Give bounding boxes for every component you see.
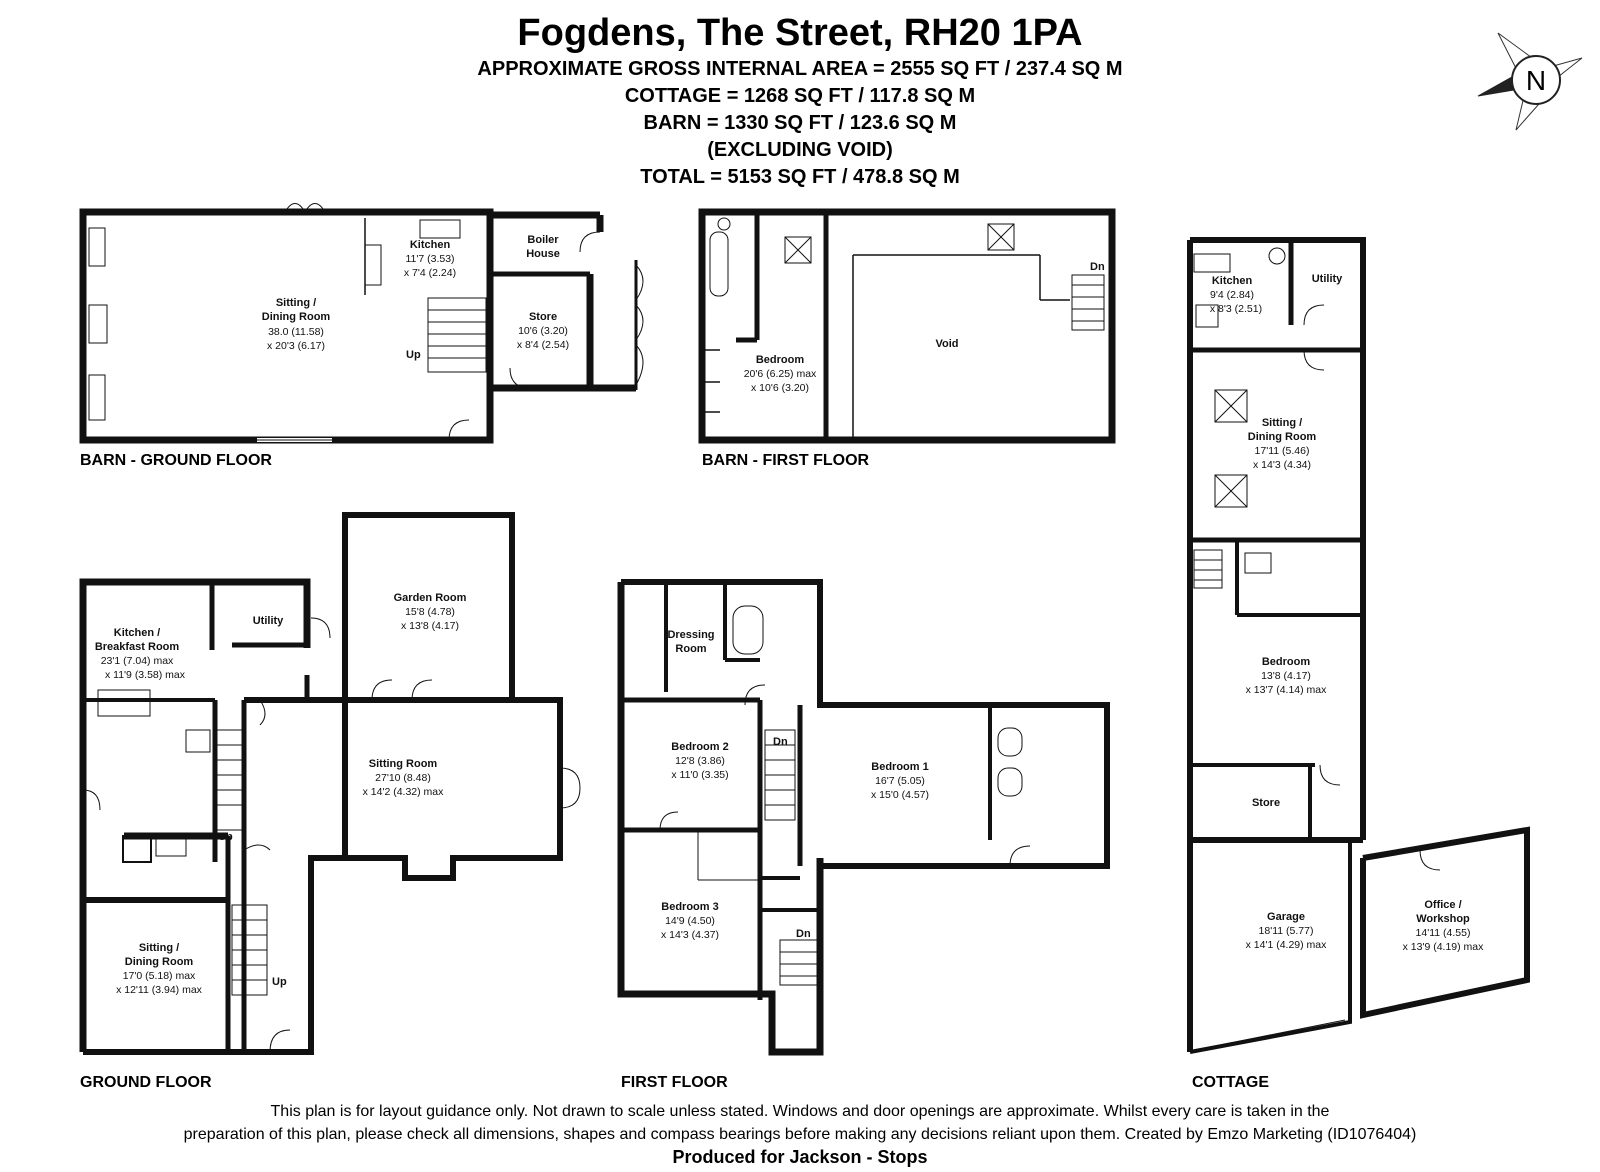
garage-dim-1: 18'11 (5.77) (1259, 925, 1314, 937)
bedroom2-dim-1: 12'8 (3.86) (675, 755, 725, 767)
barn-sitting-dim-2: x 20'3 (6.17) (267, 340, 325, 352)
barn-bedroom-dim-2: x 10'6 (3.20) (751, 382, 809, 394)
void-label: Void (935, 338, 958, 350)
cottage-walls (1187, 237, 1530, 1054)
dressing-room-name-1: Dressing (667, 629, 714, 641)
compass-north-letter: N (1526, 65, 1546, 96)
bedroom3-dim-1: 14'9 (4.50) (665, 915, 715, 927)
cottage-store-name: Store (1252, 797, 1280, 809)
cottage-sitting-dim-1: 17'11 (5.46) (1255, 445, 1310, 457)
gf-sitting-dining-dim-1: 17'0 (5.18) max (123, 970, 196, 982)
ff-stair-dn-label-2: Dn (796, 928, 811, 940)
gf-stair-up-label-1: Up (218, 831, 233, 843)
section-cottage: COTTAGE (1192, 1074, 1270, 1091)
bedroom2-name: Bedroom 2 (671, 741, 728, 753)
barn-first-floor-walls (698, 208, 1116, 444)
kitchen-breakfast-dim-2: x 11'9 (3.58) max (105, 669, 186, 681)
plan-title: Fogdens, The Street, RH20 1PA (517, 12, 1083, 54)
barn-sitting-name-1: Sitting / (276, 297, 316, 309)
bedroom3-dim-2: x 14'3 (4.37) (661, 929, 719, 941)
office-name-1: Office / (1424, 899, 1461, 911)
boiler-house-name-2: House (526, 248, 560, 260)
barn-sitting-name-2: Dining Room (262, 311, 331, 323)
barn-stair-up-label: Up (406, 349, 421, 361)
section-first-floor: FIRST FLOOR (621, 1074, 728, 1091)
excluding-void-line: (EXCLUDING VOID) (707, 139, 893, 161)
utility-name: Utility (253, 615, 284, 627)
produced-for-credit: Produced for Jackson - Stops (672, 1147, 928, 1167)
barn-ground-floor-walls (79, 203, 644, 444)
first-floor-walls (617, 579, 1110, 1056)
barn-store-dim-2: x 8'4 (2.54) (517, 339, 569, 351)
section-ground-floor: GROUND FLOOR (80, 1074, 212, 1091)
barn-kitchen-name: Kitchen (410, 239, 451, 251)
barn-bedroom-name: Bedroom (756, 354, 805, 366)
cottage-utility-name: Utility (1312, 273, 1343, 285)
bedroom1-name: Bedroom 1 (871, 761, 928, 773)
kitchen-breakfast-dim-1: 23'1 (7.04) max (101, 655, 174, 667)
gf-sitting-dining-dim-2: x 12'11 (3.94) max (116, 984, 203, 996)
cottage-bedroom-name: Bedroom (1262, 656, 1311, 668)
disclaimer-line-2: preparation of this plan, please check a… (183, 1126, 1417, 1143)
office-dim-2: x 13'9 (4.19) max (1403, 941, 1485, 953)
gf-sitting-dining-name-2: Dining Room (125, 956, 194, 968)
cottage-area-line: COTTAGE = 1268 SQ FT / 117.8 SQ M (624, 85, 976, 107)
sitting-room-name: Sitting Room (369, 758, 438, 770)
garage-dim-2: x 14'1 (4.29) max (1246, 939, 1328, 951)
sitting-room-dim-2: x 14'2 (4.32) max (363, 786, 445, 798)
barn-kitchen-dim-2: x 7'4 (2.24) (404, 267, 456, 279)
barn-area-line: BARN = 1330 SQ FT / 123.6 SQ M (643, 112, 957, 134)
barn-kitchen-dim-1: 11'7 (3.53) (405, 253, 454, 265)
garage-name: Garage (1267, 911, 1305, 923)
garden-room-dim-2: x 13'8 (4.17) (401, 620, 459, 632)
section-barn-first: BARN - FIRST FLOOR (702, 452, 870, 469)
cottage-sitting-name-1: Sitting / (1262, 417, 1302, 429)
office-name-2: Workshop (1416, 913, 1470, 925)
bedroom2-dim-2: x 11'0 (3.35) (671, 769, 728, 781)
cottage-kitchen-dim-2: x 8'3 (2.51) (1210, 303, 1262, 315)
bedroom3-name: Bedroom 3 (661, 901, 718, 913)
gf-sitting-dining-name-1: Sitting / (139, 942, 179, 954)
cottage-kitchen-dim-1: 9'4 (2.84) (1210, 289, 1254, 301)
dressing-room-name-2: Room (675, 643, 706, 655)
barn-store-name: Store (529, 311, 557, 323)
total-area-line: TOTAL = 5153 SQ FT / 478.8 SQ M (640, 166, 960, 188)
garden-room-dim-1: 15'8 (4.78) (405, 606, 455, 618)
bedroom1-dim-1: 16'7 (5.05) (875, 775, 925, 787)
boiler-house-name-1: Boiler (527, 234, 559, 246)
cottage-bedroom-dim-2: x 13'7 (4.14) max (1246, 684, 1328, 696)
cottage-bedroom-dim-1: 13'8 (4.17) (1261, 670, 1311, 682)
barn-bedroom-dim-1: 20'6 (6.25) max (744, 368, 817, 380)
cottage-sitting-dim-2: x 14'3 (4.34) (1253, 459, 1311, 471)
ground-floor-walls (79, 512, 581, 1055)
compass-icon: N (1477, 32, 1583, 131)
office-dim-1: 14'11 (4.55) (1416, 927, 1471, 939)
ff-stair-dn-label-1: Dn (773, 736, 788, 748)
kitchen-breakfast-name-2: Breakfast Room (95, 641, 180, 653)
barn-store-dim-1: 10'6 (3.20) (518, 325, 568, 337)
garden-room-name: Garden Room (394, 592, 467, 604)
gross-area-line: APPROXIMATE GROSS INTERNAL AREA = 2555 S… (477, 58, 1123, 80)
gf-stair-up-label-2: Up (272, 976, 287, 988)
barn-sitting-dim-1: 38.0 (11.58) (268, 326, 324, 338)
disclaimer-line-1: This plan is for layout guidance only. N… (270, 1103, 1330, 1120)
kitchen-breakfast-name-1: Kitchen / (114, 627, 160, 639)
cottage-sitting-name-2: Dining Room (1248, 431, 1317, 443)
barn-stair-dn-label: Dn (1090, 261, 1105, 273)
cottage-kitchen-name: Kitchen (1212, 275, 1253, 287)
bedroom1-dim-2: x 15'0 (4.57) (871, 789, 929, 801)
sitting-room-dim-1: 27'10 (8.48) (375, 772, 431, 784)
section-barn-ground: BARN - GROUND FLOOR (80, 452, 272, 469)
